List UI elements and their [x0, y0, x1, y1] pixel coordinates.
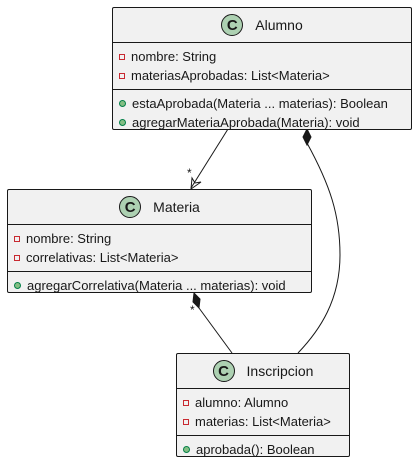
multiplicity-alumno-materia: *	[187, 166, 192, 180]
method-text: agregarCorrelativa(Materia ... materias)…	[27, 278, 286, 293]
class-header: C Inscripcion	[177, 354, 349, 389]
class-inscripcion[interactable]: C Inscripcion alumno: Alumno materias: L…	[176, 353, 350, 457]
method: aprobada(): Boolean	[183, 440, 349, 459]
methods-section: agregarCorrelativa(Materia ... materias)…	[8, 272, 311, 299]
composition-materia-inscripcion	[192, 291, 233, 354]
attribute-text: nombre: String	[26, 231, 112, 246]
private-visibility-icon	[183, 399, 189, 406]
method: agregarMateriaAprobada(Materia): void	[119, 113, 411, 132]
private-visibility-icon	[119, 53, 125, 60]
class-stereotype-icon: C	[212, 360, 235, 382]
attribute-text: alumno: Alumno	[195, 395, 289, 410]
attribute-text: materiasAprobadas: List<Materia>	[131, 68, 330, 83]
composition-diamond-icon	[192, 291, 201, 310]
class-stereotype-icon: C	[221, 14, 244, 36]
arrowhead-icon	[190, 176, 202, 191]
attribute-text: correlativas: List<Materia>	[26, 250, 179, 265]
class-header: C Alumno	[113, 8, 411, 43]
attribute: nombre: String	[119, 47, 411, 66]
class-header: C Materia	[8, 190, 311, 225]
class-name: Materia	[153, 199, 200, 215]
method-text: estaAprobada(Materia ... materias): Bool…	[132, 96, 388, 111]
public-visibility-icon	[14, 282, 21, 289]
public-visibility-icon	[119, 119, 126, 126]
attributes-section: nombre: String materiasAprobadas: List<M…	[113, 43, 411, 90]
method-text: aprobada(): Boolean	[196, 442, 315, 457]
public-visibility-icon	[119, 100, 126, 107]
methods-section: aprobada(): Boolean	[177, 436, 349, 463]
method-text: agregarMateriaAprobada(Materia): void	[132, 115, 360, 130]
class-materia[interactable]: C Materia nombre: String correlativas: L…	[7, 189, 312, 293]
class-alumno[interactable]: C Alumno nombre: String materiasAprobada…	[112, 7, 412, 130]
attribute: materias: List<Materia>	[183, 412, 349, 431]
class-name: Inscripcion	[246, 363, 314, 379]
method: estaAprobada(Materia ... materias): Bool…	[119, 94, 411, 113]
method: agregarCorrelativa(Materia ... materias)…	[14, 276, 311, 295]
private-visibility-icon	[183, 418, 189, 425]
attribute: alumno: Alumno	[183, 393, 349, 412]
methods-section: estaAprobada(Materia ... materias): Bool…	[113, 90, 411, 136]
attribute-text: nombre: String	[131, 49, 217, 64]
private-visibility-icon	[14, 235, 20, 242]
composition-alumno-inscripcion	[297, 127, 341, 354]
multiplicity-materia-inscripcion: *	[190, 303, 195, 317]
attribute: nombre: String	[14, 229, 311, 248]
attribute-text: materias: List<Materia>	[195, 414, 331, 429]
composition-diamond-icon	[302, 127, 312, 147]
attributes-section: alumno: Alumno materias: List<Materia>	[177, 389, 349, 436]
public-visibility-icon	[183, 446, 190, 453]
class-stereotype-icon: C	[119, 196, 142, 218]
private-visibility-icon	[119, 72, 125, 79]
attribute: correlativas: List<Materia>	[14, 248, 311, 267]
attributes-section: nombre: String correlativas: List<Materi…	[8, 225, 311, 272]
association-alumno-materia	[190, 128, 229, 191]
class-name: Alumno	[255, 17, 303, 33]
private-visibility-icon	[14, 254, 20, 261]
attribute: materiasAprobadas: List<Materia>	[119, 66, 411, 85]
